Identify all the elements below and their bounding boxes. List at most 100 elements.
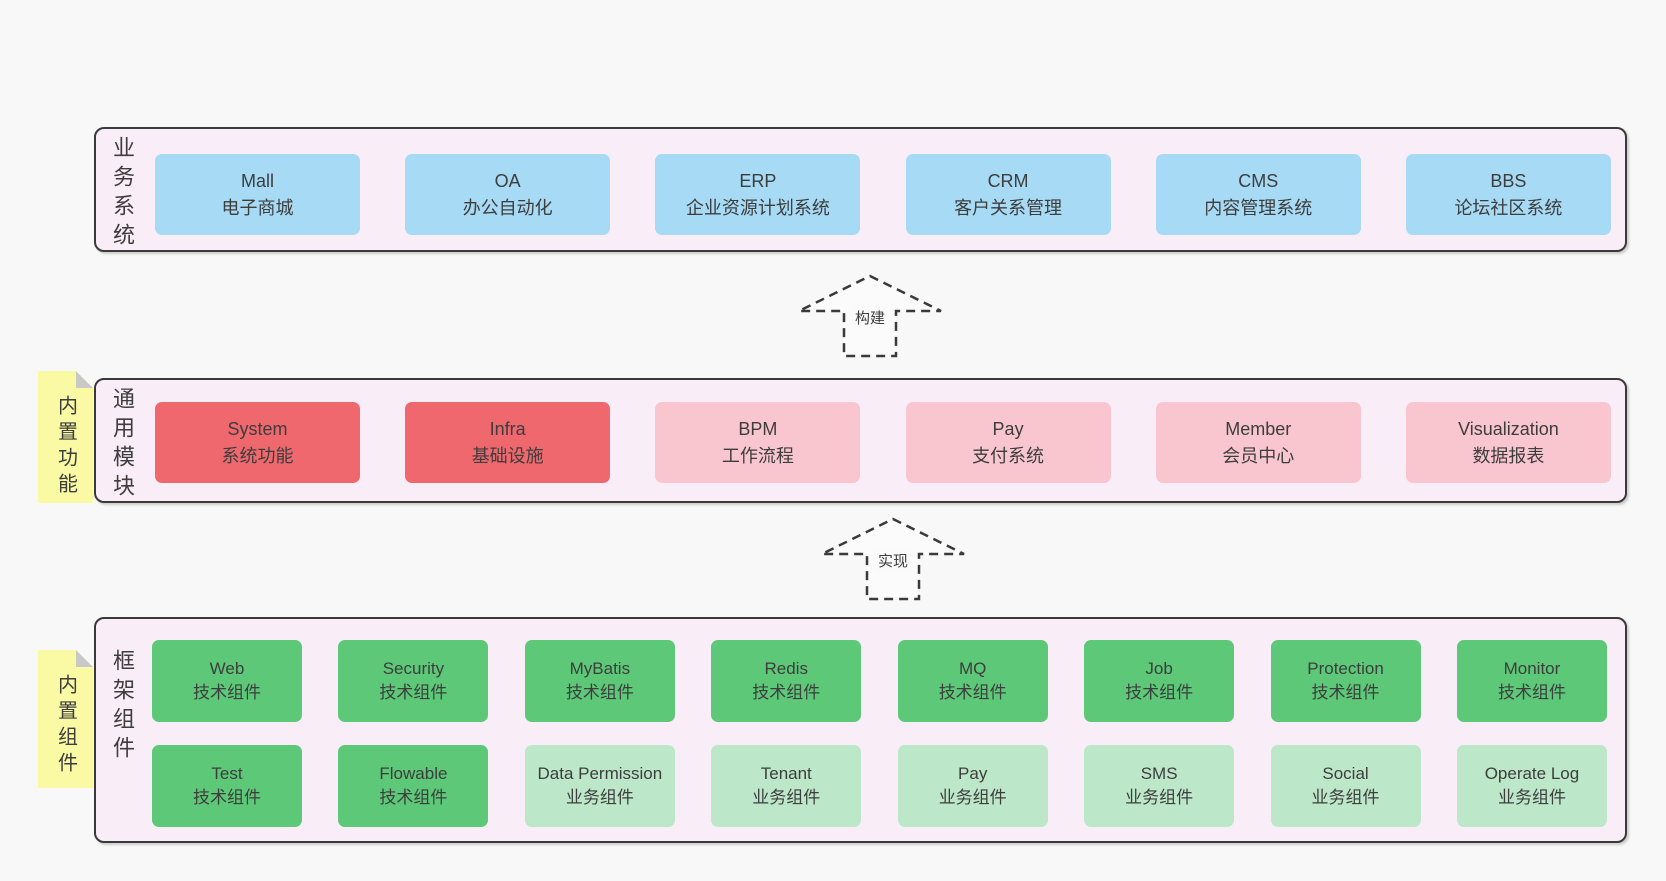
box-oa: OA 办公自动化 <box>405 154 611 235</box>
box-data-permission: Data Permission 业务组件 <box>524 745 675 827</box>
box-desc: 办公自动化 <box>462 197 553 218</box>
box-web: Web 技术组件 <box>152 640 302 722</box>
box-name: CRM <box>987 170 1029 191</box>
box-name: Monitor <box>1503 659 1561 678</box>
box-name: Visualization <box>1458 418 1559 439</box>
box-desc: 基础设施 <box>471 445 544 466</box>
box-desc: 技术组件 <box>752 683 821 702</box>
box-cms: CMS 内容管理系统 <box>1155 154 1361 235</box>
note-builtin-features: 内置功能 <box>38 371 93 503</box>
box-redis: Redis 技术组件 <box>711 640 862 722</box>
box-crm: CRM 客户关系管理 <box>905 154 1111 235</box>
box-name: Job <box>1145 659 1173 678</box>
arrow-implement: 实现 <box>818 517 968 601</box>
note-fold-icon <box>76 650 93 667</box>
box-name: System <box>227 418 288 439</box>
box-mq: MQ 技术组件 <box>897 640 1048 722</box>
box-desc: 业务组件 <box>1311 788 1380 807</box>
box-desc: 内容管理系统 <box>1204 197 1313 218</box>
box-desc: 会员中心 <box>1222 445 1295 466</box>
box-desc: 电子商城 <box>221 197 294 218</box>
box-name: SMS <box>1140 764 1178 783</box>
arrow-build: 构建 <box>795 274 945 358</box>
box-name: Protection <box>1307 659 1384 678</box>
box-mybatis: MyBatis 技术组件 <box>524 640 675 722</box>
box-social: Social 业务组件 <box>1270 745 1421 827</box>
box-name: BBS <box>1490 170 1527 191</box>
box-desc: 技术组件 <box>1125 683 1194 702</box>
box-name: Tenant <box>760 764 812 783</box>
layer-modules-label: 通用模块 <box>110 387 135 503</box>
box-desc: 支付系统 <box>972 445 1045 466</box>
box-desc: 工作流程 <box>721 445 794 466</box>
box-protection: Protection 技术组件 <box>1270 640 1421 722</box>
box-member: Member 会员中心 <box>1155 402 1361 483</box>
box-desc: 业务组件 <box>1497 788 1566 807</box>
box-security: Security 技术组件 <box>338 640 489 722</box>
box-desc: 业务组件 <box>938 788 1007 807</box>
box-desc: 企业资源计划系统 <box>685 197 830 218</box>
box-name: Data Permission <box>537 764 663 783</box>
box-desc: 数据报表 <box>1472 445 1545 466</box>
layer-framework-components: 框架组件 Web 技术组件 Security 技术组件 MyBatis 技术组件… <box>94 617 1627 843</box>
box-name: Social <box>1322 764 1369 783</box>
note-builtin-components: 内置组件 <box>38 650 93 788</box>
box-desc: 技术组件 <box>193 788 261 807</box>
box-desc: 技术组件 <box>1311 683 1380 702</box>
box-pay-system: Pay 支付系统 <box>905 402 1111 483</box>
box-flowable: Flowable 技术组件 <box>338 745 489 827</box>
business-boxes-row: Mall 电子商城 OA 办公自动化 ERP 企业资源计划系统 CRM 客户关系… <box>155 154 1611 235</box>
box-name: MyBatis <box>569 659 631 678</box>
box-name: Security <box>382 659 445 678</box>
box-name: CMS <box>1238 170 1279 191</box>
box-desc: 论坛社区系统 <box>1454 197 1563 218</box>
box-desc: 系统功能 <box>221 445 294 466</box>
box-job: Job 技术组件 <box>1084 640 1235 722</box>
box-desc: 业务组件 <box>1125 788 1194 807</box>
box-name: Infra <box>489 418 526 439</box>
box-desc: 技术组件 <box>938 683 1007 702</box>
box-pay-component: Pay 业务组件 <box>897 745 1048 827</box>
box-name: Member <box>1225 418 1292 439</box>
box-bbs: BBS 论坛社区系统 <box>1405 154 1611 235</box>
box-desc: 技术组件 <box>193 683 261 702</box>
box-infra: Infra 基础设施 <box>405 402 611 483</box>
box-bpm: BPM 工作流程 <box>655 402 861 483</box>
box-name: OA <box>494 170 521 191</box>
box-desc: 业务组件 <box>752 788 821 807</box>
box-desc: 业务组件 <box>565 788 634 807</box>
note-text: 内置功能 <box>54 395 77 499</box>
box-desc: 技术组件 <box>379 683 448 702</box>
layer-business-systems: 业务系统 Mall 电子商城 OA 办公自动化 ERP 企业资源计划系统 CRM… <box>94 127 1627 252</box>
layer-business-label: 业务系统 <box>110 136 135 252</box>
box-name: Pay <box>992 418 1024 439</box>
note-fold-icon <box>76 371 93 388</box>
box-name: BPM <box>738 418 778 439</box>
layer-components-label: 框架组件 <box>110 649 135 765</box>
box-desc: 客户关系管理 <box>954 197 1063 218</box>
components-row-2: Test 技术组件 Flowable 技术组件 Data Permission … <box>152 745 1607 827</box>
box-erp: ERP 企业资源计划系统 <box>655 154 861 235</box>
layer-common-modules: 通用模块 System 系统功能 Infra 基础设施 BPM 工作流程 Pay… <box>94 378 1627 503</box>
box-name: Redis <box>764 659 808 678</box>
box-name: Flowable <box>379 764 448 783</box>
components-row-1: Web 技术组件 Security 技术组件 MyBatis 技术组件 Redi… <box>152 640 1607 722</box>
note-text: 内置组件 <box>54 674 77 778</box>
box-name: MQ <box>958 659 987 678</box>
box-tenant: Tenant 业务组件 <box>711 745 862 827</box>
modules-boxes-row: System 系统功能 Infra 基础设施 BPM 工作流程 Pay 支付系统… <box>155 402 1611 483</box>
box-name: Web <box>209 659 245 678</box>
box-name: Operate Log <box>1484 764 1580 783</box>
box-system: System 系统功能 <box>155 402 360 483</box>
box-monitor: Monitor 技术组件 <box>1456 640 1607 722</box>
box-sms: SMS 业务组件 <box>1084 745 1235 827</box>
box-desc: 技术组件 <box>379 788 448 807</box>
box-visualization: Visualization 数据报表 <box>1405 402 1611 483</box>
box-name: ERP <box>739 170 777 191</box>
box-operate-log: Operate Log 业务组件 <box>1456 745 1607 827</box>
box-name: Test <box>211 764 243 783</box>
box-name: Pay <box>958 764 988 783</box>
box-test: Test 技术组件 <box>152 745 302 827</box>
box-name: Mall <box>240 170 274 191</box>
